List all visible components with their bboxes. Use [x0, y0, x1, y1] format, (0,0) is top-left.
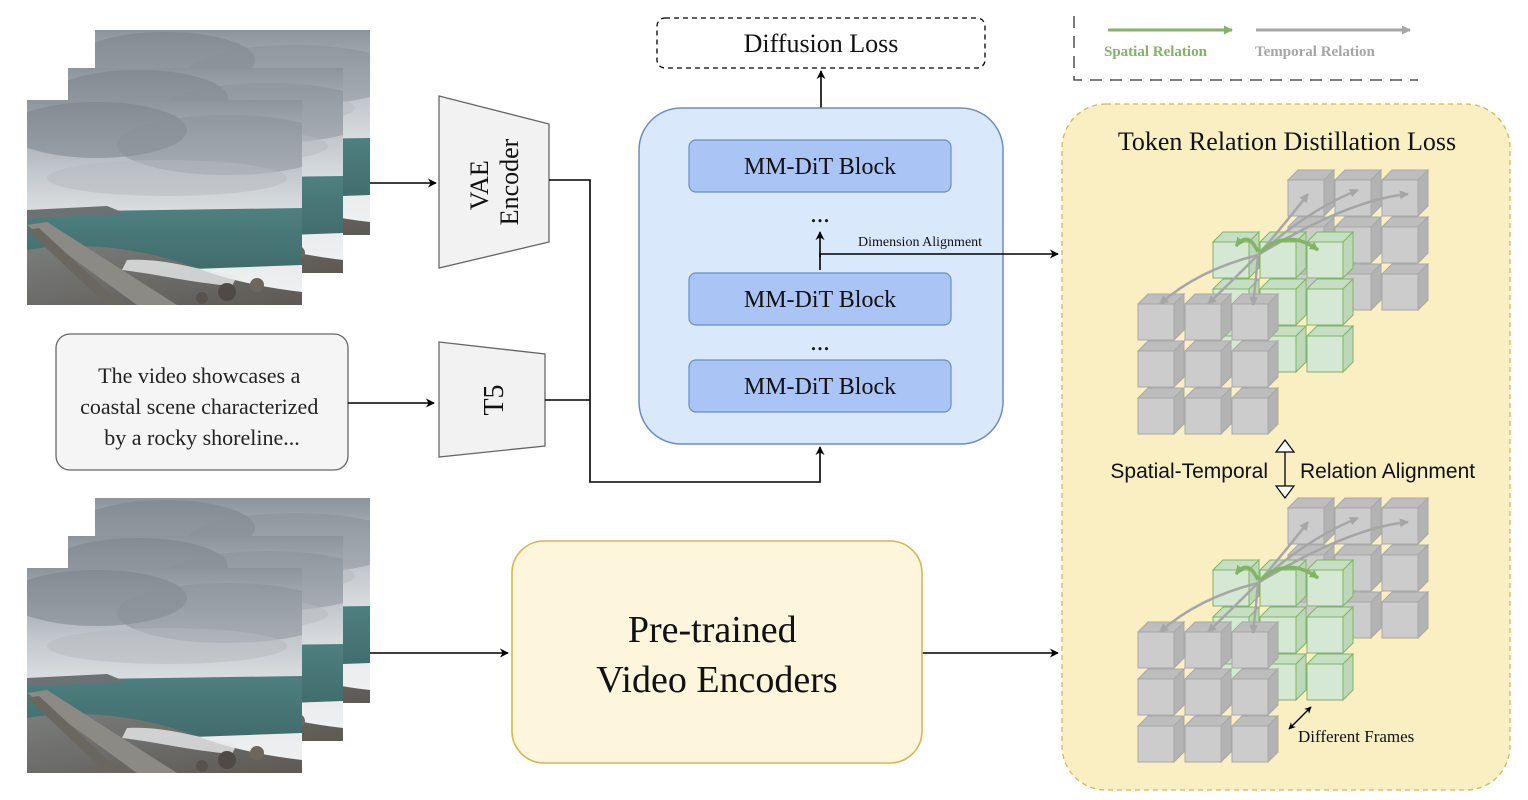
- token-cube-front: [1184, 340, 1232, 388]
- token-cube-front: [1231, 715, 1279, 763]
- token-cube-back: [1381, 216, 1429, 264]
- dimension-alignment-arrow: [819, 249, 1059, 259]
- vae-encoder-label-2: Encoder: [495, 138, 524, 225]
- dimension-alignment-label: Dimension Alignment: [858, 235, 982, 250]
- token-cube-front: [1184, 387, 1232, 435]
- alignment-label-left: Spatial-Temporal: [1110, 460, 1268, 483]
- mmdit-block-label: MM-DiT Block: [744, 154, 896, 180]
- t5-encoder: T5: [438, 341, 546, 458]
- token-relation-title: Token Relation Distillation Loss: [1118, 127, 1456, 156]
- token-cube-highlight: [1306, 325, 1354, 373]
- spatial-relation-arrow: [1234, 564, 1260, 581]
- spatial-relation-arrow: [1234, 236, 1260, 253]
- spatial-relation-legend-label: Spatial Relation: [1104, 44, 1208, 60]
- token-cube-front: [1137, 293, 1185, 341]
- token-cube-highlight: [1306, 653, 1354, 701]
- reference-video-frames: [27, 498, 370, 773]
- mmdit-block-middle: MM-DiT Block: [688, 272, 952, 326]
- token-cube-front: [1137, 387, 1185, 435]
- token-cube-highlight: [1212, 559, 1260, 607]
- mmdit-block-label: MM-DiT Block: [744, 287, 896, 313]
- vae-encoder: VAE Encoder: [438, 95, 550, 269]
- token-cube-highlight: [1306, 278, 1354, 326]
- t5-label: T5: [479, 384, 510, 415]
- ref-frame-front: [27, 568, 302, 773]
- pretrained-label-2: Video Encoders: [596, 659, 837, 701]
- mmdit-block-top: MM-DiT Block: [688, 139, 952, 193]
- temporal-relation-arrow: [1249, 254, 1260, 306]
- left-connectors: [348, 178, 1059, 658]
- token-cube-back: [1381, 263, 1429, 311]
- token-cube-front: [1231, 387, 1279, 435]
- different-frames-arrow: [1288, 706, 1312, 730]
- token-grid: [1137, 169, 1429, 435]
- token-cube-front: [1137, 668, 1185, 716]
- pretrained-video-encoders: Pre-trained Video Encoders: [511, 540, 923, 764]
- mmdit-block-bottom: MM-DiT Block: [688, 359, 952, 413]
- token-cube-front: [1184, 621, 1232, 669]
- legend: Spatial Relation Temporal Relation: [1073, 16, 1418, 81]
- token-relation-panel: Token Relation Distillation Loss Spatial…: [1061, 103, 1511, 791]
- token-cube-back: [1334, 169, 1382, 217]
- token-cube-front: [1184, 293, 1232, 341]
- token-cube-back: [1381, 497, 1429, 545]
- different-frames-label: Different Frames: [1298, 727, 1414, 746]
- token-cube-front: [1231, 668, 1279, 716]
- token-cube-front: [1231, 293, 1279, 341]
- token-cube-front: [1231, 621, 1279, 669]
- temporal-relation-legend-label: Temporal Relation: [1255, 44, 1376, 60]
- temporal-relation-arrow: [1249, 582, 1260, 634]
- mmdit-block-label: MM-DiT Block: [744, 374, 896, 400]
- prompt-line-1: The video showcases a: [98, 363, 300, 388]
- token-cube-highlight: [1306, 606, 1354, 654]
- token-cube-back: [1381, 544, 1429, 592]
- diffusion-loss-box: Diffusion Loss: [656, 17, 986, 69]
- prompt-line-2: coastal scene characterized: [80, 394, 318, 419]
- spatial-relation-arrow: [1258, 237, 1320, 254]
- text-prompt-box: The video showcases a coastal scene char…: [55, 333, 349, 471]
- temporal-relation-arrow: [1159, 581, 1259, 633]
- ellipsis-lower: ...: [810, 327, 830, 356]
- token-cube-highlight: [1212, 231, 1260, 279]
- token-grid: [1137, 497, 1429, 763]
- ellipsis-upper: ...: [810, 199, 830, 228]
- token-cube-front: [1137, 715, 1185, 763]
- spatial-relation-arrow: [1258, 565, 1320, 582]
- video-frame-front: [27, 100, 302, 305]
- token-cube-front: [1137, 621, 1185, 669]
- token-cube-front: [1231, 340, 1279, 388]
- input-video-frames: [27, 30, 370, 305]
- token-cube-front: [1184, 668, 1232, 716]
- token-cube-grids: [1137, 169, 1429, 763]
- svg-text:VAE Encoder: VAE Encoder: [465, 138, 524, 225]
- pretrained-label-1: Pre-trained: [628, 609, 797, 651]
- token-cube-back: [1381, 591, 1429, 639]
- token-cube-highlight: [1306, 559, 1354, 607]
- prompt-line-3: by a rocky shoreline...: [104, 425, 300, 450]
- temporal-relation-arrow: [1207, 254, 1259, 305]
- dit-panel: MM-DiT Block ... MM-DiT Block ... MM-DiT…: [638, 107, 1004, 445]
- token-cube-front: [1137, 340, 1185, 388]
- svg-text:Pre-trained Video Encode: Pre-trained Video Encoders: [596, 609, 837, 701]
- alignment-label-right: Relation Alignment: [1300, 460, 1475, 483]
- vae-encoder-label-1: VAE: [465, 160, 494, 210]
- svg-text:The video showcases a co: The video showcases a coastal scene char…: [80, 363, 324, 450]
- token-cube-back: [1381, 169, 1429, 217]
- token-cube-highlight: [1306, 231, 1354, 279]
- vae-to-dit-arrow: [549, 179, 825, 483]
- token-cube-front: [1184, 715, 1232, 763]
- temporal-relation-arrow: [1207, 582, 1259, 633]
- temporal-relation-arrow: [1159, 253, 1259, 305]
- diffusion-loss-label: Diffusion Loss: [744, 29, 899, 58]
- token-cube-back: [1334, 497, 1382, 545]
